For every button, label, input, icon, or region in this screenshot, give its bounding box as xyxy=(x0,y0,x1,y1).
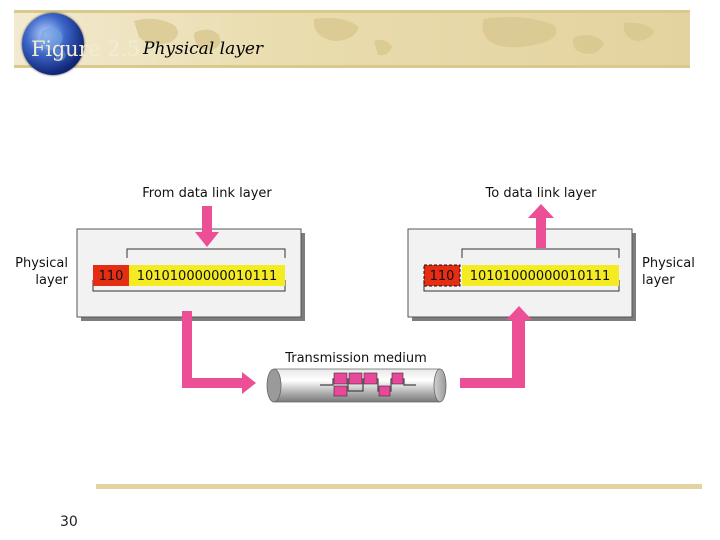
right-data-box xyxy=(462,265,619,286)
page-number: 30 xyxy=(60,514,78,530)
footer-rule xyxy=(96,484,702,489)
to-data-link-label: To data link layer xyxy=(485,186,598,201)
left-data-box xyxy=(129,265,285,286)
left-physical-layer-label: Physical xyxy=(15,256,68,271)
figure-number: Figure 2.5 xyxy=(31,37,140,61)
right-physical-layer-label: Physical xyxy=(642,256,695,271)
signal-waveform xyxy=(320,372,416,397)
left-arrow-to-medium xyxy=(182,311,256,394)
down-arrow-from-data-link xyxy=(195,206,219,247)
left-header-bits: 110 xyxy=(99,269,124,284)
right-header-box xyxy=(423,264,461,287)
left-header-box xyxy=(93,265,129,286)
right-header-bits: 110 xyxy=(430,269,455,284)
left-physical-layer-label-2: layer xyxy=(35,273,68,288)
left-data-bits: 10101000000010111 xyxy=(137,269,278,284)
right-data-bits: 10101000000010111 xyxy=(470,269,611,284)
figure-title: Physical layer xyxy=(143,39,264,59)
right-arrow-from-medium xyxy=(460,306,532,388)
up-arrow-to-data-link xyxy=(528,204,554,248)
globe-icon xyxy=(22,13,84,75)
from-data-link-label: From data link layer xyxy=(142,186,272,201)
world-map-decoration xyxy=(134,17,654,56)
title-banner xyxy=(14,10,690,68)
transmission-medium-label: Transmission medium xyxy=(284,351,427,366)
right-physical-layer-label-2: layer xyxy=(642,273,675,288)
